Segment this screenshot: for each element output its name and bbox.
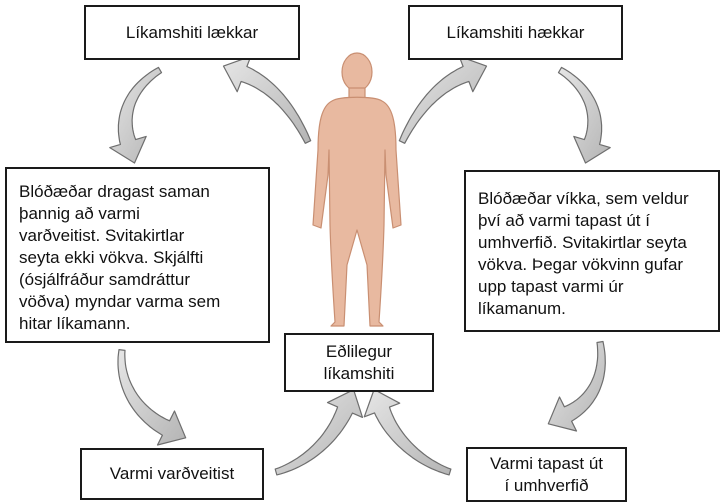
arrow-body-to-temp-falls [222,55,312,144]
normal-temperature-line: Eðlilegur [325,341,393,361]
cold-response-line: Blóðæðar dragast saman [19,182,210,201]
arrow-heat-lost-to-normal [363,388,452,476]
box-heat-response: Blóðæðar víkka, sem veldur því að varmi … [464,170,720,332]
cold-response-line: hitar líkamann. [19,314,131,333]
box-temperature-rises-label: Líkamshiti hækkar [446,22,585,42]
cold-response-line: (ósjálfráður samdráttur [19,270,191,289]
heat-lost-line: Varmi tapast út [489,453,604,473]
arrows-layer [109,55,611,476]
heat-lost-line: í umhverfið [504,475,589,495]
box-temperature-falls: Líkamshiti lækkar [84,5,300,60]
cold-response-line: varðveitist. Svitakirtlar [19,226,185,245]
arrow-body-to-temp-rises [398,55,488,144]
normal-temperature-line: líkamshiti [323,363,395,383]
arrow-heat-response-to-heat-lost [547,340,606,432]
heat-response-line: því að varmi tapast út í [478,211,650,230]
box-cold-response: Blóðæðar dragast saman þannig að varmi v… [5,167,270,343]
heat-response-line: umhverfið. Svitakirtlar seyta [478,233,687,252]
box-heat-retained-label: Varmi varðveitist [109,464,235,483]
box-heat-lost: Varmi tapast út í umhverfið [466,447,627,502]
cold-response-line: þannig að varmi [19,204,140,223]
arrow-heat-retained-to-normal [274,389,364,476]
heat-response-line: líkamanum. [478,299,566,318]
arrow-temp-rises-to-heat-response [557,66,611,164]
box-normal-temperature: Eðlilegur líkamshiti [284,333,434,392]
human-body-figure [312,52,402,327]
heat-response-line: Blóðæðar víkka, sem veldur [478,189,689,208]
heat-response-line: upp tapast varmi úr [478,277,624,296]
arrow-temp-falls-to-cold-response [109,66,163,164]
box-temperature-rises: Líkamshiti hækkar [408,5,623,60]
box-temperature-falls-label: Líkamshiti lækkar [125,22,259,42]
heat-response-line: vökva. Þegar vökvinn gufar [478,255,684,274]
arrow-cold-response-to-heat-retained [117,349,187,446]
cold-response-line: seyta ekki vökva. Skjálfti [19,248,204,267]
cold-response-line: vöðva) myndar varma sem [19,292,221,311]
box-heat-retained: Varmi varðveitist [80,448,264,500]
